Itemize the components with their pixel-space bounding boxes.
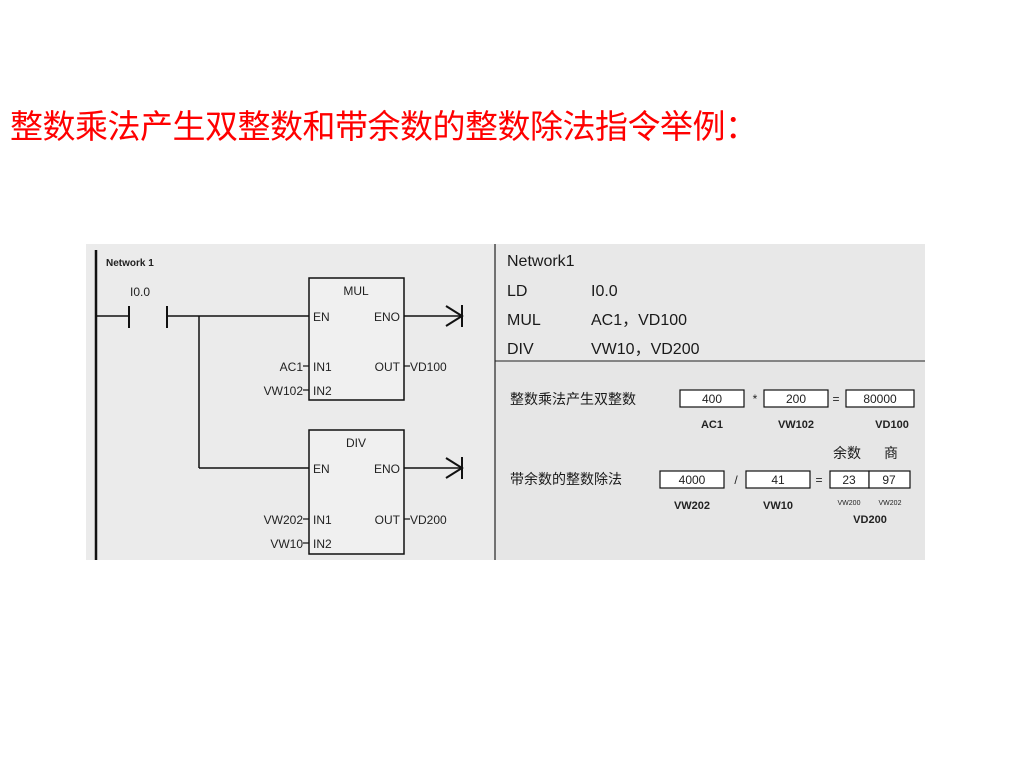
mul-operand1-value: 400	[702, 392, 722, 406]
stl-args: I0.0	[591, 283, 618, 300]
quotient-header: 商	[884, 446, 898, 462]
value-box	[679, 389, 745, 408]
stl-args: AC1，VD100	[591, 312, 687, 329]
div-in1-label: IN1	[313, 513, 332, 527]
mul-en-label: EN	[313, 310, 330, 324]
div-operand2-name: VW10	[763, 500, 793, 512]
page-title: 整数乘法产生双整数和带余数的整数除法指令举例：	[10, 107, 758, 146]
div-eno-label: ENO	[374, 462, 400, 476]
mul-block-title: MUL	[343, 284, 369, 298]
div-example-label: 带余数的整数除法	[510, 471, 622, 488]
div-in2-operand: VW10	[270, 537, 303, 551]
mul-example-label: 整数乘法产生双整数	[510, 392, 636, 408]
div-operand1-value: 4000	[679, 473, 706, 487]
ladder-panel	[86, 244, 495, 560]
mul-out-label: OUT	[375, 360, 401, 374]
mul-eno-label: ENO	[374, 310, 400, 324]
stl-op: LD	[507, 283, 527, 300]
div-in1-operand: VW202	[264, 513, 304, 527]
mul-operand2-value: 200	[786, 392, 806, 406]
div-out-operand: VD200	[410, 513, 447, 527]
value-box	[659, 470, 725, 489]
div-result-name: VD200	[853, 514, 887, 526]
remainder-header: 余数	[833, 445, 861, 462]
mul-result-value: 80000	[863, 392, 897, 406]
mul-operator: *	[753, 392, 758, 406]
value-box	[868, 470, 911, 489]
div-remainder-name: VW200	[838, 500, 861, 507]
div-block-title: DIV	[346, 436, 366, 450]
div-operand2-value: 41	[771, 473, 785, 487]
div-quotient-name: VW202	[879, 500, 902, 507]
ladder-network-label: Network 1	[106, 258, 154, 269]
mul-in1-label: IN1	[313, 360, 332, 374]
mul-in2-operand: VW102	[264, 384, 304, 398]
contact-label: I0.0	[130, 285, 150, 299]
mul-equals: =	[832, 392, 839, 406]
mul-in1-operand: AC1	[280, 360, 304, 374]
mul-operand2-name: VW102	[778, 419, 814, 431]
div-block	[308, 429, 405, 555]
div-in2-label: IN2	[313, 537, 332, 551]
div-quotient-value: 97	[882, 473, 896, 487]
stl-panel	[495, 244, 925, 361]
stl-network-label: Network1	[507, 253, 575, 270]
value-box	[845, 389, 915, 408]
value-box	[763, 389, 829, 408]
div-operand1-name: VW202	[674, 500, 710, 512]
mul-result-name: VD100	[875, 419, 909, 431]
div-operator: /	[734, 473, 738, 487]
div-en-label: EN	[313, 462, 330, 476]
mul-in2-label: IN2	[313, 384, 332, 398]
mul-block	[308, 277, 405, 401]
ladder-example-figure: Network 1 I0.0 MUL EN ENO IN1 IN2 OUT AC…	[86, 244, 925, 560]
mul-out-operand: VD100	[410, 360, 447, 374]
value-box	[745, 470, 811, 489]
stl-args: VW10，VD200	[591, 341, 700, 358]
div-equals: =	[815, 473, 822, 487]
div-out-label: OUT	[375, 513, 401, 527]
stl-op: MUL	[507, 312, 541, 329]
div-remainder-value: 23	[842, 473, 856, 487]
mul-operand1-name: AC1	[701, 419, 723, 431]
stl-op: DIV	[507, 341, 534, 358]
